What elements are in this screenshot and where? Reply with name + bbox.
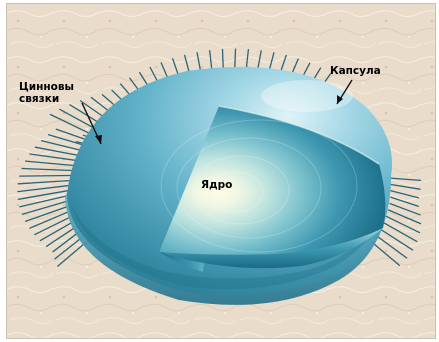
zonular-fiber bbox=[20, 176, 71, 177]
zonule-label-line1: Цинновы bbox=[19, 81, 74, 93]
zonule-label-line2: связки bbox=[19, 93, 74, 105]
capsule-highlight bbox=[261, 80, 353, 112]
capsule-label: Капсула bbox=[330, 65, 381, 77]
zonule-label: Цинновы связки bbox=[19, 81, 74, 105]
lens-diagram bbox=[7, 4, 436, 339]
nucleus-label: Ядро bbox=[201, 179, 232, 191]
diagram-area: Цинновы связки Капсула Ядро bbox=[6, 3, 436, 339]
